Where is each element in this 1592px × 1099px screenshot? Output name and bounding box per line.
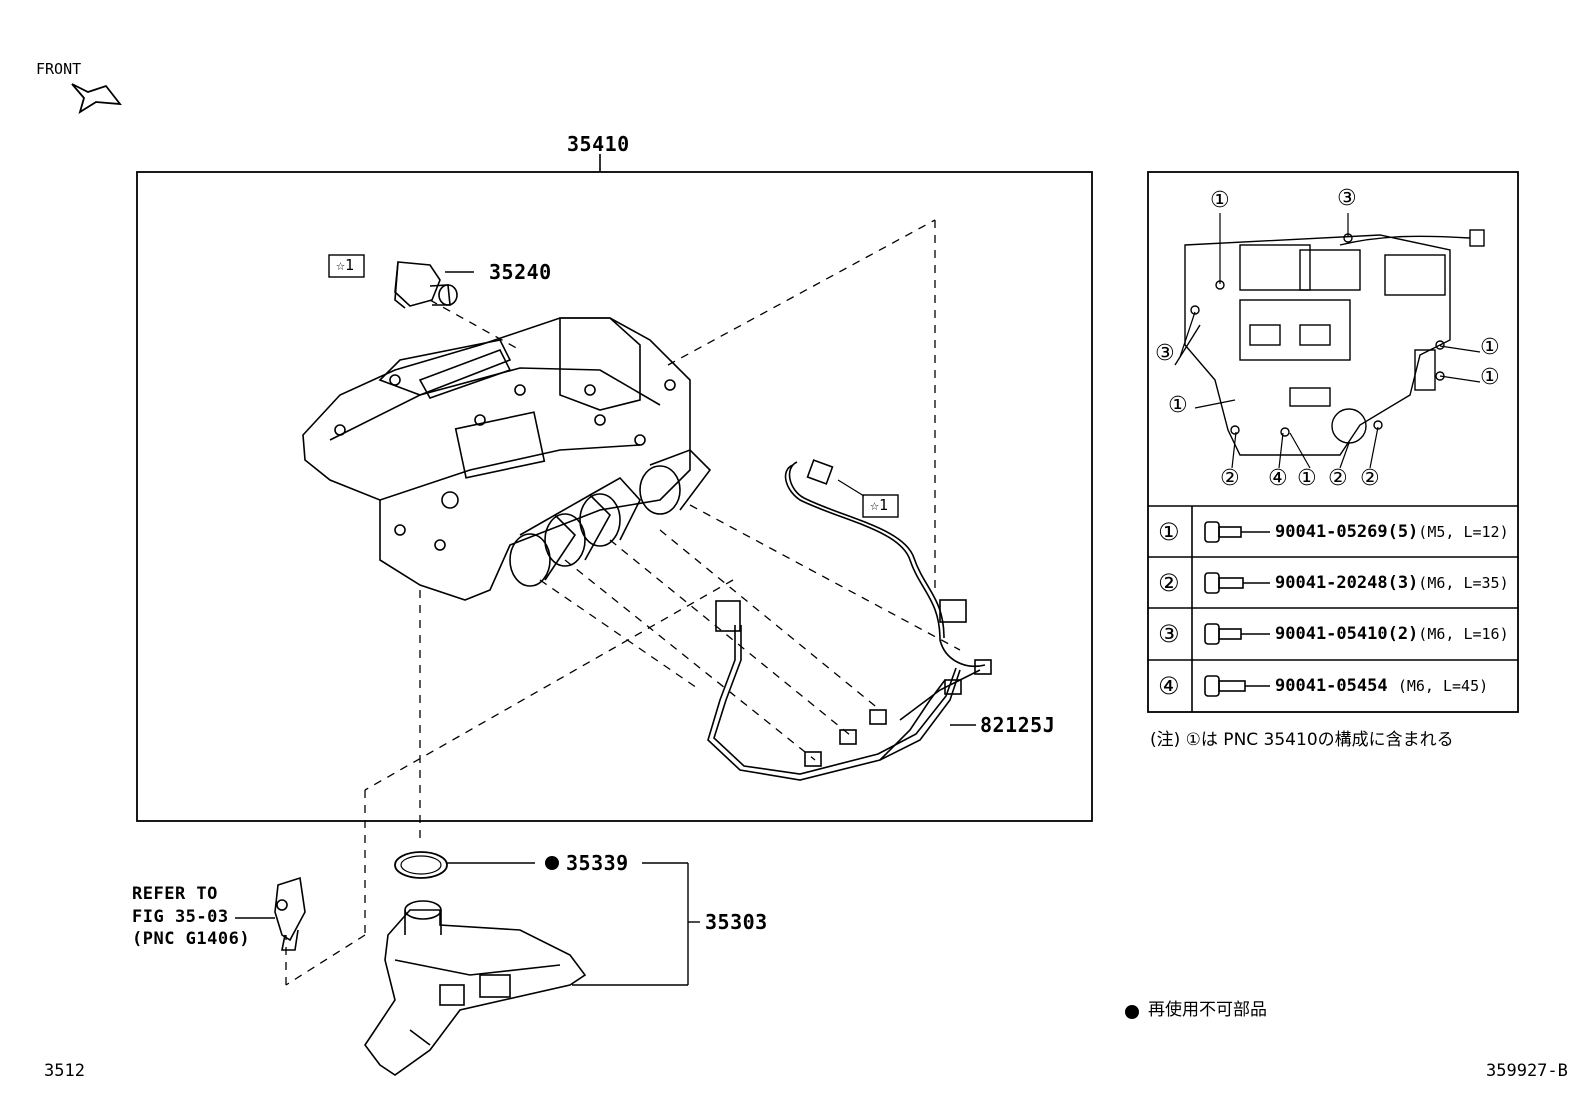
- assembly-guide-lines: [285, 219, 961, 986]
- gasket-ring: [394, 851, 448, 879]
- bolt-row-1-part: 90041-05269(5)(M5, L=12): [1275, 522, 1509, 542]
- bolt-row-2-circle: ②: [1158, 569, 1180, 597]
- bolt-icon-row4: [1204, 675, 1270, 697]
- callout-82125j: 82125J: [980, 713, 1056, 737]
- solenoid-cylinders: [509, 449, 712, 587]
- refer-line-3: (PNC G1406): [132, 929, 251, 949]
- star-tag-1: ☆1: [336, 256, 355, 274]
- legend-text: 再使用不可部品: [1148, 1000, 1267, 1020]
- inset-label: ③: [1337, 186, 1357, 211]
- speed-sensor: [274, 876, 306, 951]
- valve-body: [302, 317, 712, 601]
- wiring-harness: [707, 459, 992, 781]
- star-tag-box-1: [328, 254, 365, 278]
- front-label: FRONT: [36, 60, 82, 78]
- refer-line-1: REFER TO: [132, 884, 218, 904]
- refer-line-2: FIG 35-03: [132, 907, 229, 927]
- inset-note: (注) ①は PNC 35410の構成に含まれる: [1150, 730, 1454, 750]
- bullet-icon-legend: [1125, 1005, 1139, 1019]
- bolt-icon-row3: [1204, 623, 1270, 645]
- inset-leaders: [1179, 213, 1481, 469]
- inset-label: ①: [1210, 188, 1230, 213]
- inset-label: ④: [1268, 466, 1288, 491]
- inset-label: ②: [1360, 466, 1380, 491]
- inset-frame: [1147, 171, 1519, 713]
- bolt-row-1-circle: ①: [1158, 518, 1180, 546]
- solenoid-35240: [394, 261, 458, 309]
- inset-label: ①: [1297, 466, 1317, 491]
- footer-left: 3512: [44, 1061, 85, 1081]
- star-tag-2: ☆1: [870, 496, 889, 514]
- bolt-row-4-part: 90041-05454 (M6, L=45): [1275, 676, 1489, 696]
- bolt-icon-row1: [1204, 521, 1270, 543]
- front-arrow-icon: [71, 83, 122, 115]
- callout-35240: 35240: [489, 260, 552, 284]
- bullet-icon-35339: [545, 856, 559, 870]
- inset-label: ②: [1328, 466, 1348, 491]
- bolt-row-3-circle: ③: [1158, 620, 1180, 648]
- inset-valve-body: [1174, 229, 1485, 456]
- inset-label: ①: [1480, 335, 1500, 360]
- callout-35410: 35410: [567, 132, 630, 156]
- bolt-row-3-part: 90041-05410(2)(M6, L=16): [1275, 624, 1509, 644]
- callout-35303: 35303: [705, 910, 768, 934]
- bolt-icon-row2: [1204, 572, 1270, 594]
- bolt-row-2-part: 90041-20248(3)(M6, L=35): [1275, 573, 1509, 593]
- inset-label: ①: [1480, 365, 1500, 390]
- callout-35339: 35339: [566, 851, 629, 875]
- assembly-frame: [136, 171, 1093, 822]
- footer-right: 359927-B: [1486, 1061, 1568, 1081]
- star-tag-box-2: [862, 494, 899, 518]
- inset-label: ①: [1168, 393, 1188, 418]
- inset-label: ③: [1155, 341, 1175, 366]
- inset-label: ②: [1220, 466, 1240, 491]
- bolt-row-4-circle: ④: [1158, 672, 1180, 700]
- oil-strainer: [364, 900, 587, 1076]
